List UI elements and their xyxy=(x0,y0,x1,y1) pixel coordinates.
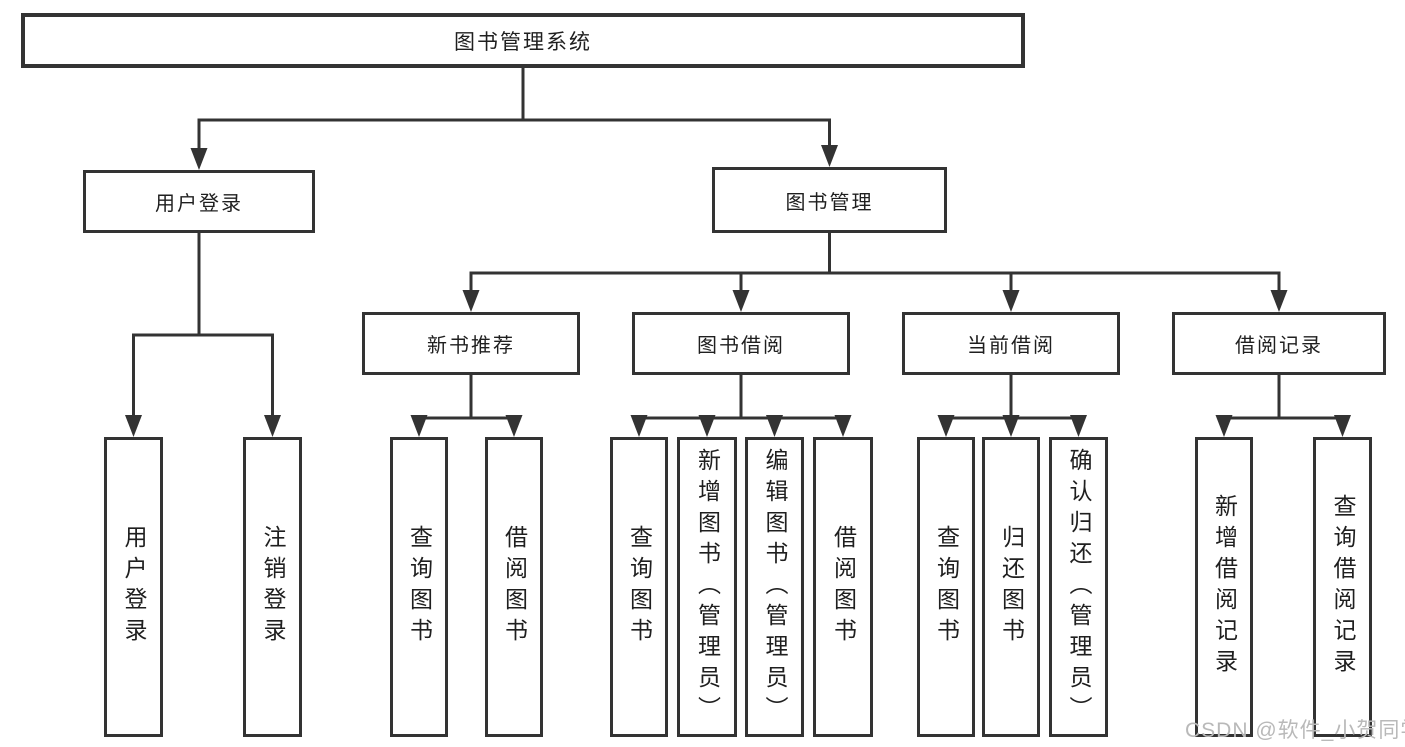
arrowhead-icon xyxy=(1270,290,1288,312)
arrowhead-icon xyxy=(630,415,648,437)
node-borrow-records: 借阅记录 xyxy=(1172,312,1386,375)
node-add-borrow-record: 新增借阅记录 xyxy=(1195,437,1253,737)
arrowhead-icon xyxy=(834,415,852,437)
arrowhead-icon xyxy=(125,415,142,437)
arrowhead-icon xyxy=(1070,415,1087,437)
node-query-books-borrow: 查询图书 xyxy=(610,437,668,737)
node-query-books-recommend: 查询图书 xyxy=(390,437,448,737)
node-root: 图书管理系统 xyxy=(21,13,1025,68)
node-edit-books-admin: 编辑图书（管理员） xyxy=(745,437,804,737)
arrowhead-icon xyxy=(264,415,281,437)
node-user-login-leaf: 用户登录 xyxy=(104,437,163,737)
arrowhead-icon xyxy=(1334,415,1351,437)
arrowhead-icon xyxy=(821,145,838,167)
node-new-book-recommend: 新书推荐 xyxy=(362,312,580,375)
node-book-management: 图书管理 xyxy=(712,167,947,233)
arrowhead-icon xyxy=(462,290,480,312)
node-borrow-books-borrow: 借阅图书 xyxy=(813,437,873,737)
node-query-books-current: 查询图书 xyxy=(917,437,975,737)
node-borrow-books-recommend: 借阅图书 xyxy=(485,437,543,737)
arrowhead-icon xyxy=(1002,415,1020,437)
arrowhead-icon xyxy=(190,148,208,170)
arrowhead-icon xyxy=(937,415,955,437)
node-book-borrow: 图书借阅 xyxy=(632,312,850,375)
node-confirm-return-admin: 确认归还（管理员） xyxy=(1049,437,1108,737)
arrowhead-icon xyxy=(766,415,783,437)
arrowhead-icon xyxy=(410,415,428,437)
node-current-borrow: 当前借阅 xyxy=(902,312,1120,375)
node-query-borrow-record: 查询借阅记录 xyxy=(1313,437,1372,737)
arrowhead-icon xyxy=(505,415,523,437)
node-logout-leaf: 注销登录 xyxy=(243,437,302,737)
node-add-books-admin: 新增图书（管理员） xyxy=(677,437,737,737)
arrowhead-icon xyxy=(698,415,716,437)
node-return-books: 归还图书 xyxy=(982,437,1040,737)
arrowhead-icon xyxy=(732,290,750,312)
arrowhead-icon xyxy=(1215,415,1233,437)
node-user-login: 用户登录 xyxy=(83,170,315,233)
arrowhead-icon xyxy=(1002,290,1020,312)
